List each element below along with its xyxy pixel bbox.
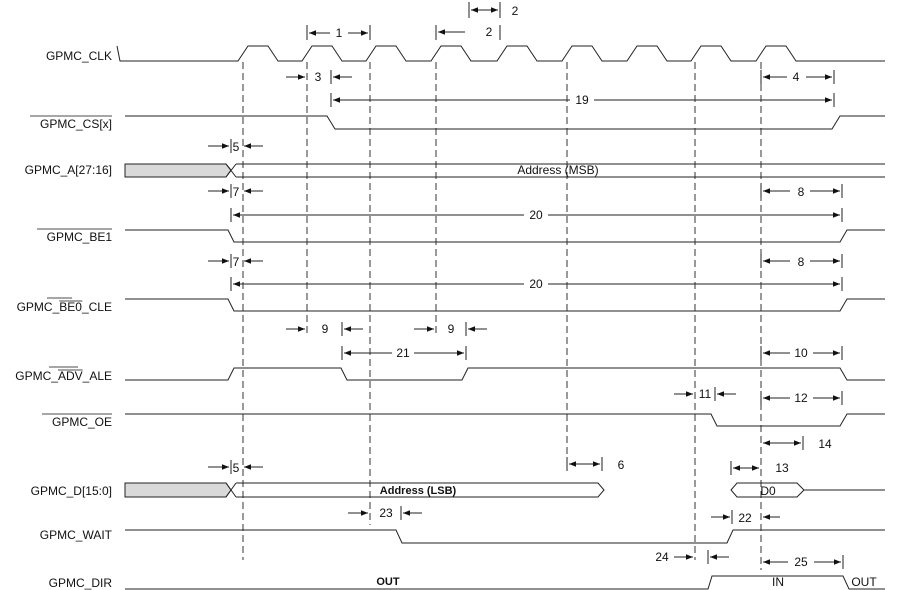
label-gpmc-dir: GPMC_DIR xyxy=(49,576,113,590)
dir-value-out-end: OUT xyxy=(851,575,877,589)
param-5-data: 5 xyxy=(233,461,240,475)
waveform-gpmc-be1 xyxy=(125,229,885,243)
param-22: 22 xyxy=(738,511,752,525)
param-13: 13 xyxy=(775,461,789,475)
param-12: 12 xyxy=(794,391,808,405)
param-19: 19 xyxy=(575,93,589,107)
param-20-be1: 20 xyxy=(529,208,543,222)
label-gpmc-clk: GPMC_CLK xyxy=(46,49,112,63)
waveform-gpmc-dir: OUT IN OUT xyxy=(125,575,885,590)
param-9-second: 9 xyxy=(448,322,455,336)
param-7-be1: 7 xyxy=(233,185,240,199)
dir-value-out: OUT xyxy=(376,576,400,588)
param-21: 21 xyxy=(396,346,410,360)
param-25: 25 xyxy=(794,555,808,569)
param-7-be0: 7 xyxy=(233,255,240,269)
label-gpmc-be1: GPMC_BE1 xyxy=(47,230,113,244)
label-gpmc-adv-ale: GPMC_ADV_ALE xyxy=(15,369,112,383)
waveform-gpmc-oe xyxy=(125,413,885,427)
param-6: 6 xyxy=(618,458,625,472)
waveform-gpmc-wait xyxy=(125,529,885,544)
bus-value-address-msb: Address (MSB) xyxy=(517,163,598,177)
waveform-gpmc-cs xyxy=(125,115,885,130)
waveform-gpmc-a: Address (MSB) xyxy=(124,163,885,178)
bus-value-d0: D0 xyxy=(760,484,776,498)
param-23: 23 xyxy=(379,506,393,520)
label-gpmc-be0-cle: GPMC_BE0_CLE xyxy=(17,300,112,314)
waveform-gpmc-d: Address (LSB) D0 xyxy=(124,482,885,498)
param-11: 11 xyxy=(699,387,712,401)
param-20-be0: 20 xyxy=(529,277,543,291)
param-5-addr: 5 xyxy=(233,140,240,154)
waveform-gpmc-adv-ale xyxy=(125,367,885,381)
bus-value-address-lsb: Address (LSB) xyxy=(380,485,457,497)
label-gpmc-oe: GPMC_OE xyxy=(52,415,112,429)
label-gpmc-cs: GPMC_CS[x] xyxy=(40,117,112,131)
param-4: 4 xyxy=(793,70,800,84)
label-gpmc-a: GPMC_A[27:16] xyxy=(25,163,112,177)
timing-parameters: 1 2 2 3 4 19 5 7 xyxy=(208,2,844,569)
param-2: 2 xyxy=(486,25,493,39)
param-1: 1 xyxy=(336,26,343,40)
waveform-gpmc-be0-cle xyxy=(125,298,885,312)
reference-lines xyxy=(242,62,762,570)
param-3: 3 xyxy=(315,70,322,84)
waveform-gpmc-clk xyxy=(116,45,885,62)
param-9-first: 9 xyxy=(322,322,329,336)
param-24: 24 xyxy=(655,550,669,564)
dir-value-in: IN xyxy=(772,575,784,589)
param-2-top: 2 xyxy=(512,4,519,18)
label-gpmc-wait: GPMC_WAIT xyxy=(40,528,113,542)
param-8-be1: 8 xyxy=(798,185,805,199)
param-10: 10 xyxy=(794,346,808,360)
label-gpmc-d: GPMC_D[15:0] xyxy=(31,484,112,498)
param-8-be0: 8 xyxy=(798,255,805,269)
signal-labels: GPMC_CLK GPMC_CS[x] GPMC_A[27:16] GPMC_B… xyxy=(15,49,112,590)
param-14: 14 xyxy=(818,437,832,451)
